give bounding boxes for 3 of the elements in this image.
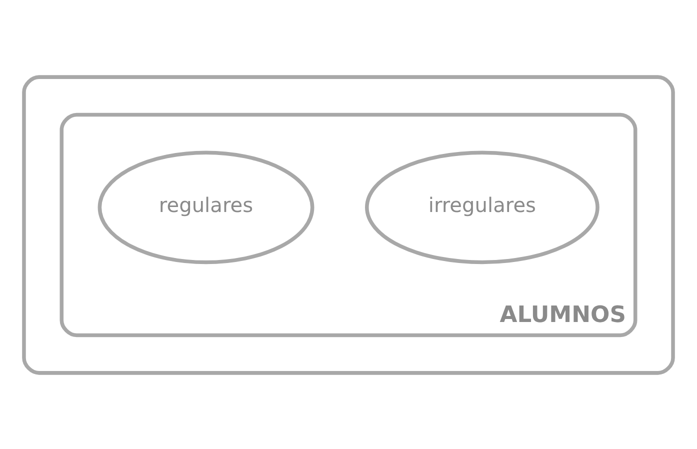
cluster	[22, 74, 675, 374]
node-ellipse: regulares	[98, 150, 314, 264]
node-ellipse: irregulares	[365, 150, 600, 264]
